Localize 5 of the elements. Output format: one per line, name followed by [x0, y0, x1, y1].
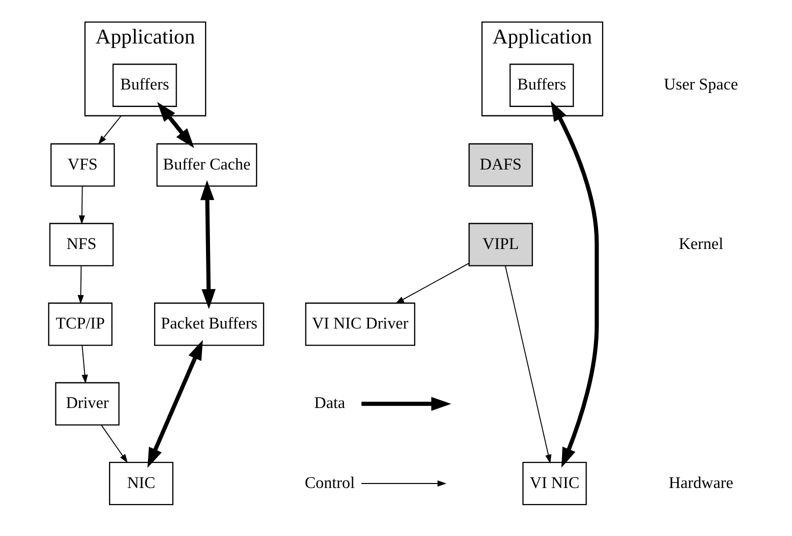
label: Kernel: [678, 234, 723, 253]
legend-label: Data: [314, 393, 345, 412]
label: User Space: [663, 74, 738, 94]
legend-label: Control: [304, 472, 354, 492]
label: Hardware: [668, 472, 733, 492]
